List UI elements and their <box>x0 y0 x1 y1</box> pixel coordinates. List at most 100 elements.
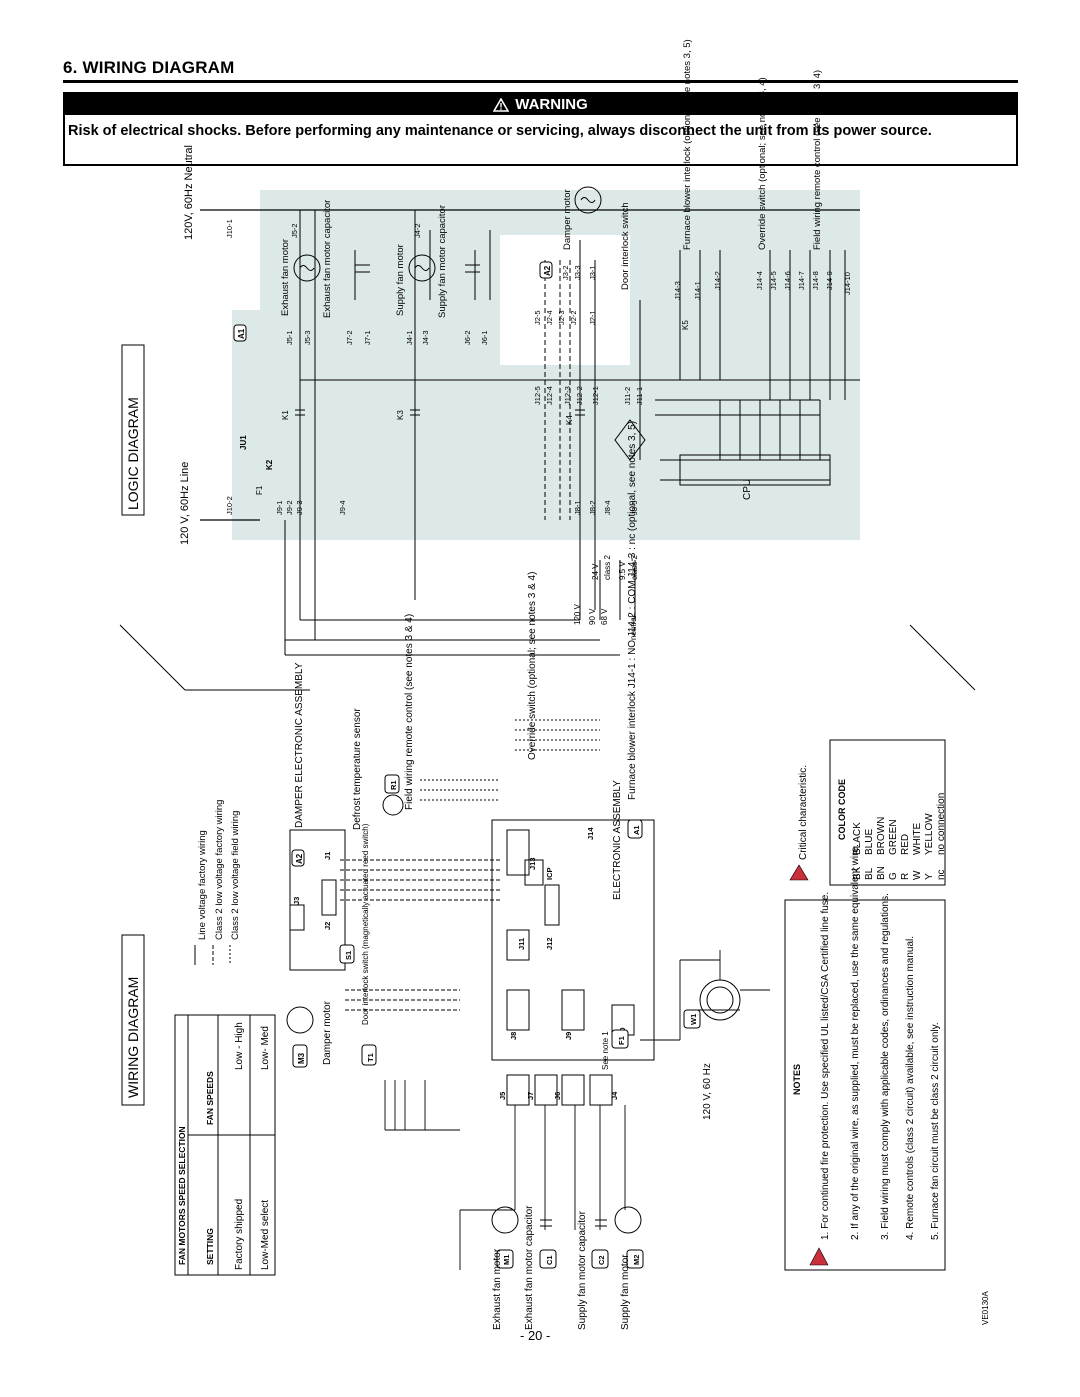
logic-title-box <box>121 344 145 516</box>
section-title: 6. WIRING DIAGRAM <box>63 58 235 77</box>
notes-title: NOTES <box>792 1064 802 1095</box>
tf-class2b: class 2 <box>630 555 639 580</box>
pin-j10-1: J10-1 <box>225 219 234 238</box>
legend-class2-factory: Class 2 low voltage factory wiring <box>214 800 225 940</box>
relay-k3: K3 <box>396 410 405 420</box>
cc-name-7: no connection <box>936 793 947 855</box>
relay-k4: K4 <box>565 415 574 425</box>
fan-table-col-setting: SETTING <box>205 1228 215 1265</box>
fan-row1-speeds: Low - High <box>234 1022 245 1070</box>
conn-j11: J11 <box>517 938 526 950</box>
legend-line-voltage: Line voltage factory wiring <box>197 830 208 940</box>
supply-motor-label: Supply fan motor <box>620 1254 631 1330</box>
logic-door-interlock: Door interlock switch <box>620 202 631 290</box>
fan-speed-table: FAN MOTORS SPEED SELECTION SETTING FAN S… <box>174 1014 276 1276</box>
logic-exhaust-motor: Exhaust fan motor <box>280 239 291 316</box>
logic-fuse: F1 <box>255 485 264 495</box>
exhaust-cap-label: Exhaust fan motor capacitor <box>524 1205 535 1330</box>
wiring-furnace: Furnace blower interlock J14-1 : NO J14-… <box>627 421 638 800</box>
pin-j12-2: J12-2 <box>575 386 584 405</box>
pin-j14-5: J14-5 <box>769 271 778 290</box>
note-1: 1. For continued fire protection. Use sp… <box>820 892 831 1240</box>
title-rule <box>63 80 1018 83</box>
pin-j4-1: J4-1 <box>405 330 414 345</box>
pin-j2-2: J2-2 <box>569 310 578 325</box>
conn-j6: J6 <box>553 1092 562 1100</box>
pin-j12-1: J12-1 <box>591 386 600 405</box>
conn-j1: J1 <box>323 852 332 860</box>
logic-furnace: Furnace blower interlock (optional; see … <box>682 39 693 250</box>
wiring-field-wiring: Field wiring remote control (see notes 3… <box>404 614 415 810</box>
logic-damper-motor: Damper motor <box>562 189 573 250</box>
fan-row2-setting: Low-Med select <box>260 1200 271 1270</box>
pin-j12-5: J12-5 <box>533 386 542 405</box>
legend-class2-field: Class 2 low voltage field wiring <box>230 811 241 940</box>
pin-j14-2: J14-2 <box>713 271 722 290</box>
pin-j4-3: J4-3 <box>421 330 430 345</box>
pin-j12-3: J12-3 <box>563 386 572 405</box>
pin-j6-1: J6-1 <box>480 330 489 345</box>
logic-override: Override switch (optional; see notes 3, … <box>757 77 768 250</box>
pin-j8-1: J8-1 <box>573 500 582 515</box>
conn-j9: J9 <box>564 1032 573 1040</box>
pin-j14-7: J14-7 <box>797 271 806 290</box>
tf-120v: 120 V <box>573 603 582 625</box>
pin-j9-4: J9-4 <box>338 500 347 515</box>
c2-tag: C2 <box>597 1255 606 1265</box>
pin-j8-2: J8-2 <box>588 500 597 515</box>
cc-code-4: R <box>900 873 911 880</box>
conn-j3: J3 <box>292 897 301 905</box>
pin-j3-2: J3-2 <box>561 265 570 280</box>
pin-j11-1: J11-1 <box>635 387 644 405</box>
logic-field-wiring: Field wiring remote control (see notes 3… <box>812 70 823 250</box>
c1-tag: C1 <box>545 1255 554 1265</box>
pin-j5-1: J5-1 <box>285 330 294 345</box>
logic-title: LOGIC DIAGRAM <box>125 397 141 510</box>
conn-j8: J8 <box>509 1032 518 1040</box>
pin-j3-1: J3-1 <box>588 265 597 280</box>
pin-j7-2: J7-2 <box>345 330 354 345</box>
pin-j9-2: J9-2 <box>285 500 294 515</box>
fan-row2-speeds: Low- Med <box>260 1026 271 1070</box>
note-4: 4. Remote controls (class 2 circuit) ava… <box>905 936 916 1240</box>
a2-tag: A2 <box>543 265 552 276</box>
tf-95v: 9.5 V <box>618 561 627 580</box>
tf-neutral: neutral <box>629 615 638 640</box>
supply-cap-label: Supply fan motor capacitor <box>577 1210 588 1330</box>
tf-class2a: class 2 <box>603 555 612 580</box>
w1-tag: W1 <box>689 1014 698 1025</box>
wiring-door-interlock: Door interlock switch (magnetically actu… <box>361 823 370 1025</box>
r1-tag: R1 <box>389 780 398 790</box>
pin-j3-3: J3-3 <box>573 265 582 280</box>
tf-24v: 24 V <box>591 563 600 580</box>
warning-box: WARNING Risk of electrical shocks. Befor… <box>63 92 1018 166</box>
color-code-title: COLOR CODE <box>837 779 847 840</box>
warning-triangle-icon <box>492 97 510 112</box>
pin-j9-1: J9-1 <box>275 500 284 515</box>
warning-label: WARNING <box>515 96 588 113</box>
pin-j2-5: J2-5 <box>533 310 542 325</box>
cc-name-6: YELLOW <box>924 813 935 855</box>
f1-tag: F1 <box>617 1036 626 1045</box>
pin-j4-2: J4-2 <box>413 223 422 238</box>
note-3: 3. Field wiring must comply with applica… <box>880 893 891 1240</box>
defrost-sensor: Defrost temperature sensor <box>352 708 363 830</box>
pin-j14-6: J14-6 <box>783 271 792 290</box>
tf-68v: 68 V <box>600 608 609 625</box>
a1-wiring-tag: A1 <box>632 825 641 835</box>
pin-j10-2: J10-2 <box>225 496 234 515</box>
pin-j14-10: J14-10 <box>843 272 852 295</box>
cc-name-1: BLUE <box>864 829 875 855</box>
electronic-assembly: ELECTRONIC ASSEMBLY <box>612 780 623 900</box>
line-label: 120 V, 60Hz Line <box>179 462 191 545</box>
relay-k1: K1 <box>281 410 290 420</box>
note-5: 5. Furnace fan circuit must be class 2 c… <box>930 1022 941 1240</box>
pin-j14-3: J14-3 <box>673 281 682 300</box>
cc-name-2: BROWN <box>876 817 887 855</box>
logic-supply-cap: Supply fan motor capacitor <box>437 205 448 318</box>
cc-name-5: WHITE <box>912 822 923 855</box>
m1-tag: M1 <box>502 1255 511 1265</box>
cc-code-5: W <box>912 870 923 880</box>
damper-assembly: DAMPER ELECTRONIC ASSEMBLY <box>294 662 305 828</box>
warning-text: Risk of electrical shocks. Before perfor… <box>68 123 932 139</box>
